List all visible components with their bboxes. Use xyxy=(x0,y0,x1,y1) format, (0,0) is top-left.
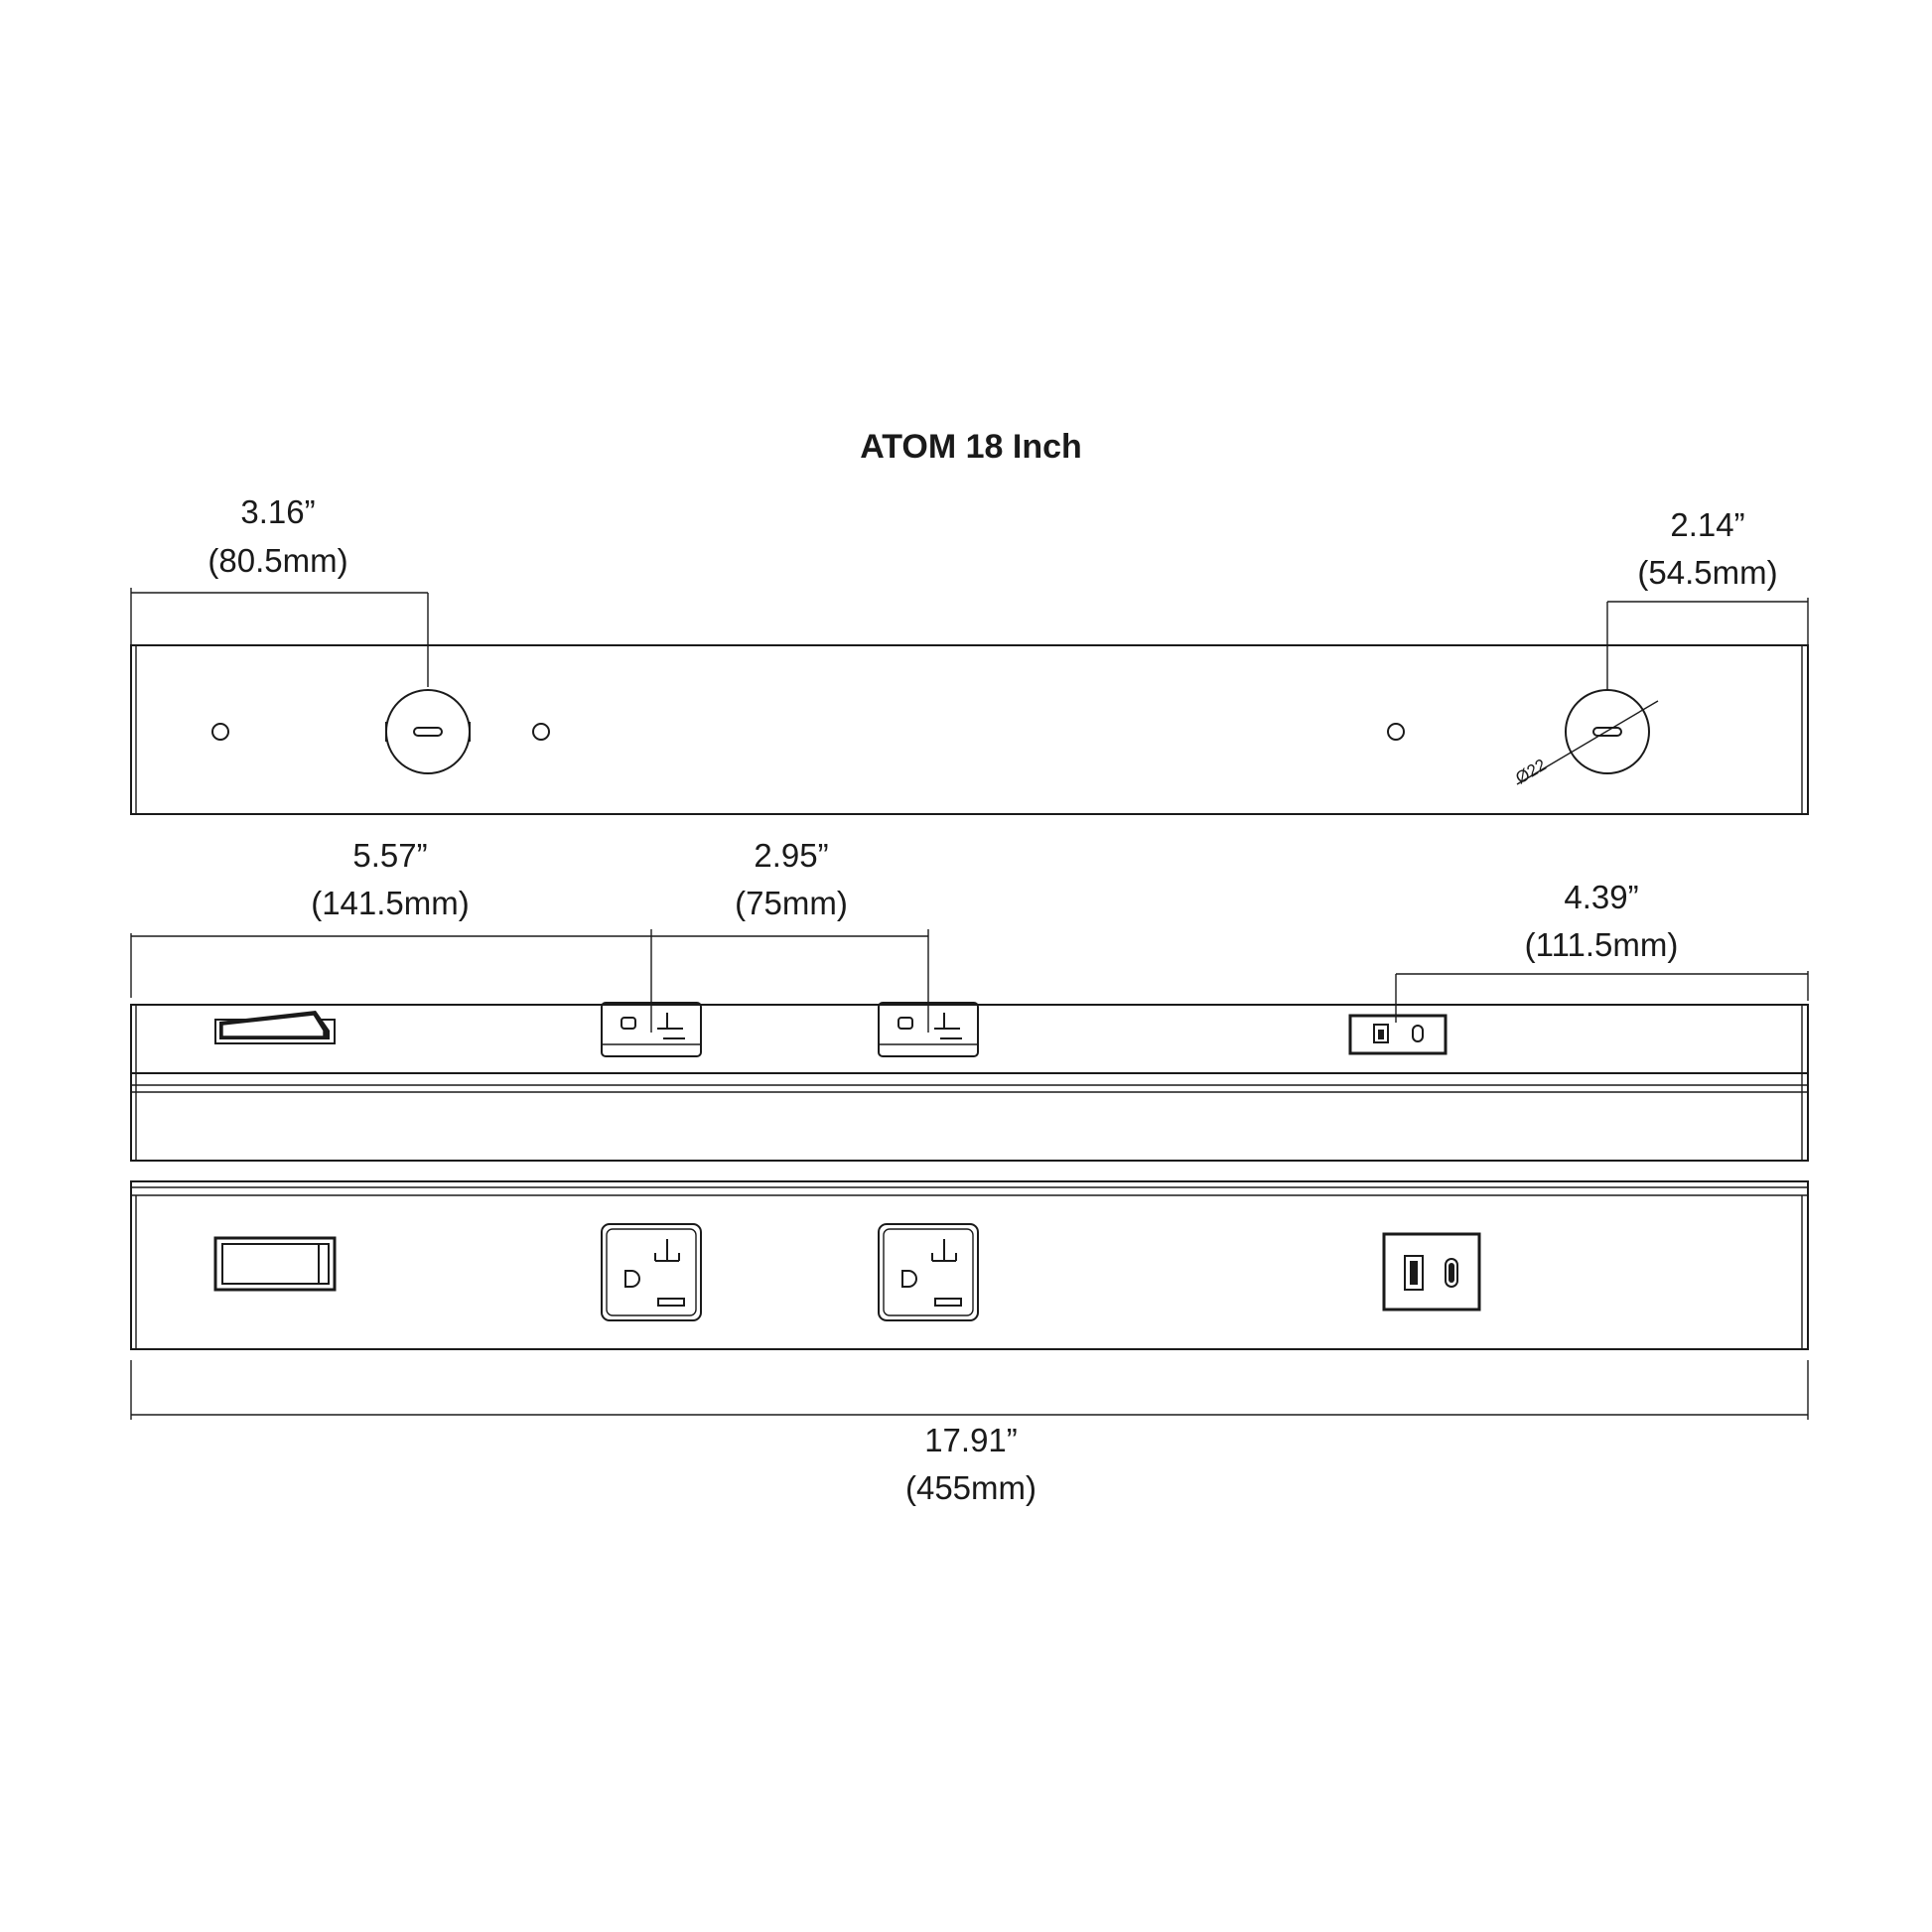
rocker-switch-front xyxy=(215,1238,335,1290)
dimension-outlet-1: 5.57” (141.5mm) xyxy=(131,837,651,1033)
dimension-overall-inch: 17.91” xyxy=(924,1422,1018,1458)
front-view-body xyxy=(131,1181,1808,1349)
dimension-outlet-spacing-inch: 2.95” xyxy=(754,837,828,874)
dimension-outlet-1-inch: 5.57” xyxy=(352,837,427,874)
dimension-outlet-spacing: 2.95” (75mm) xyxy=(651,837,928,1033)
front-view: 17.91” (455mm) xyxy=(131,1181,1808,1506)
edge-view: 5.57” (141.5mm) 2.95” (75mm) 4.39” (111.… xyxy=(131,837,1808,1161)
dimension-top-right: 2.14” (54.5mm) xyxy=(1607,506,1808,690)
screw-hole-center-left xyxy=(533,724,549,740)
screw-hole-center-right xyxy=(1388,724,1404,740)
rocker-switch-edge xyxy=(215,1011,335,1043)
dimension-top-left: 3.16” (80.5mm) xyxy=(131,493,428,687)
knockout-left xyxy=(386,690,470,773)
dimension-outlet-spacing-mm: (75mm) xyxy=(735,885,848,921)
dimension-usb: 4.39” (111.5mm) xyxy=(1396,879,1808,1023)
dimension-usb-mm: (111.5mm) xyxy=(1525,926,1679,963)
edge-view-body xyxy=(131,1005,1808,1161)
top-view-body xyxy=(131,645,1808,814)
outlet-front-1 xyxy=(602,1224,701,1320)
dimension-top-right-inch: 2.14” xyxy=(1670,506,1744,543)
knockout-right: Ø22 xyxy=(1512,690,1658,787)
top-view: Ø22 3.16” (80.5mm) 2.14” (54.5mm) xyxy=(131,493,1808,814)
hole-diameter-label: Ø22 xyxy=(1512,756,1549,788)
dimension-top-left-mm: (80.5mm) xyxy=(207,542,347,579)
outlet-front-2 xyxy=(879,1224,978,1320)
dimension-top-left-inch: 3.16” xyxy=(240,493,315,530)
usb-port-front xyxy=(1384,1234,1479,1310)
dimension-overall-mm: (455mm) xyxy=(905,1469,1036,1506)
dimension-usb-inch: 4.39” xyxy=(1564,879,1638,915)
dimension-top-right-mm: (54.5mm) xyxy=(1637,554,1777,591)
usb-port-edge xyxy=(1350,1016,1446,1053)
drawing-title: ATOM 18 Inch xyxy=(860,428,1082,466)
dimension-overall: 17.91” (455mm) xyxy=(131,1360,1808,1506)
screw-hole-left xyxy=(212,724,228,740)
dimension-outlet-1-mm: (141.5mm) xyxy=(311,885,470,921)
